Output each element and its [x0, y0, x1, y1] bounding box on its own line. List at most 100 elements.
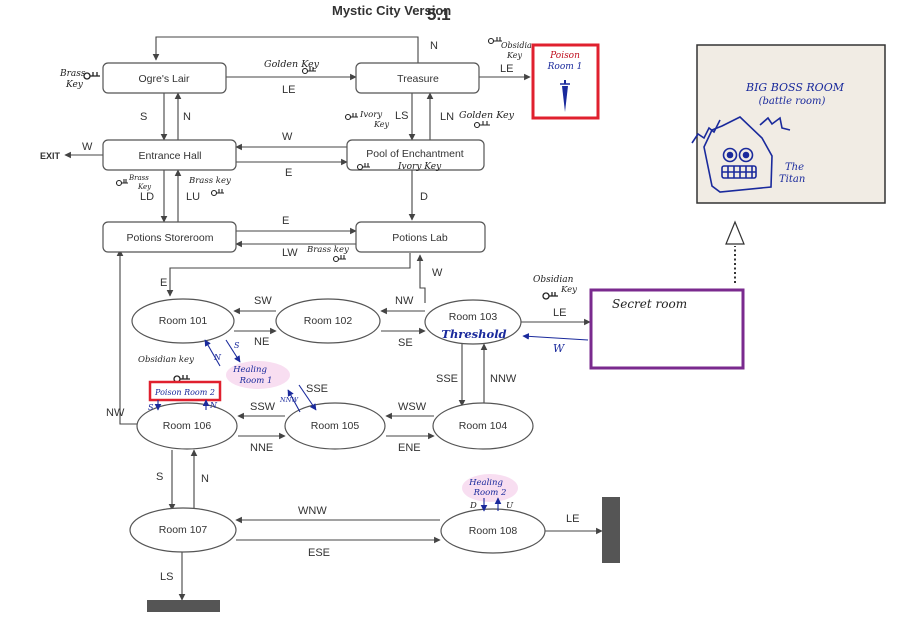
edge-label: W: [553, 342, 566, 355]
room-potions-storeroom: Potions Storeroom: [102, 221, 237, 253]
room-entrance-hall: Entrance Hall: [102, 139, 237, 171]
edge-label: SSW: [250, 401, 276, 413]
ivory-key-note: Key: [373, 120, 389, 129]
key-icon: [83, 72, 100, 80]
dagger-icon: [560, 80, 570, 112]
brass-key-note: Brass key: [188, 176, 231, 186]
edge-label: SSE: [436, 373, 458, 385]
edge-label: S: [148, 403, 154, 412]
edge-label: NW: [106, 407, 125, 419]
poison-room-label: Poison Room 2: [154, 388, 215, 397]
diagram-title: Mystic City Version: [332, 3, 451, 18]
edge-label: W: [432, 267, 443, 279]
edge-101-healing-down: [225, 339, 241, 363]
big-boss-room: BIG BOSS ROOM (battle room) The Titan: [691, 44, 886, 204]
exit-label: EXIT: [40, 151, 61, 161]
poison-room-label: Room 1: [547, 62, 583, 72]
room-label: Room 107: [159, 524, 208, 536]
obsidian-key-note: Obsidian: [533, 275, 574, 285]
room-label: Treasure: [397, 73, 439, 85]
edge-label: SSE: [306, 383, 328, 395]
edge-label: NW: [395, 295, 414, 307]
room-treasure: Treasure: [355, 62, 480, 94]
edge-label: E: [285, 167, 292, 179]
terminal-block-right: [602, 497, 620, 563]
edge-label: LE: [553, 307, 566, 319]
room-102: Room 102: [275, 298, 381, 344]
edge-lab-101: [166, 253, 411, 297]
titan-monster-icon: [691, 116, 791, 193]
edge-label: D: [469, 501, 477, 511]
edge-106-storeroom: [116, 249, 138, 425]
room-106: Room 106: [136, 402, 238, 450]
edge-label: N: [183, 111, 191, 123]
brass-key-note: Key: [65, 80, 84, 90]
edge-label: LE: [500, 63, 513, 75]
brass-key-note: Key: [137, 183, 152, 191]
brass-key-note: Brass: [128, 174, 149, 182]
healing-room-2: Healing Room 2: [462, 474, 518, 502]
key-icon: [115, 179, 128, 187]
edge-label: LN: [440, 111, 454, 123]
key-icon: [210, 189, 224, 197]
room-label: Room 108: [469, 525, 518, 537]
edge-label: LE: [282, 84, 295, 96]
secret-room-label: Secret room: [612, 297, 687, 311]
room-108: Room 108: [440, 508, 546, 554]
edge-label: NE: [254, 336, 269, 348]
room-label: Potions Lab: [392, 232, 448, 244]
poison-room-label: Poison: [549, 51, 580, 61]
edge-label: S: [234, 341, 240, 350]
edge-label: W: [82, 141, 93, 153]
healing-room-1: Healing Room 1: [226, 361, 290, 389]
obsidian-key-note: Obsidian key: [138, 355, 194, 365]
edge-label: U: [506, 501, 514, 511]
key-icon: [356, 163, 370, 171]
brass-key-note: Brass key: [306, 245, 349, 255]
poison-room-1: Poison Room 1: [531, 43, 600, 120]
edge-label: SW: [254, 295, 272, 307]
edge-label: NNW: [490, 373, 517, 385]
edge-105-healing: [287, 389, 301, 413]
version-number: 5.1: [427, 5, 451, 24]
secret-room: Secret room: [589, 288, 745, 370]
edge-label: LW: [282, 247, 298, 259]
edge-treasure-ogre-north: [152, 36, 419, 63]
edge-label: N: [213, 353, 222, 362]
room-label: Room 104: [459, 420, 508, 432]
obsidian-key-note: Key: [506, 51, 522, 60]
key-icon: [473, 121, 490, 129]
edge-label: LD: [140, 191, 154, 203]
room-ogres-lair: Ogre's Lair: [102, 62, 227, 94]
room-potions-lab: Potions Lab: [355, 221, 486, 253]
room-label: Ogre's Lair: [138, 73, 190, 85]
edge-label: NNW: [279, 396, 299, 404]
room-label: Room 102: [304, 315, 353, 327]
edge-label: NNE: [250, 442, 273, 454]
edge-103-lab: [416, 254, 426, 303]
obsidian-key-note: Obsidian: [501, 41, 537, 50]
room-label: Room 103: [449, 311, 498, 323]
edge-label: LS: [160, 571, 173, 583]
room-101: Room 101: [131, 298, 235, 344]
edge-label: WNW: [298, 505, 327, 517]
room-label: Room 106: [163, 420, 212, 432]
healing-room-label: Room 1: [239, 376, 273, 386]
edge-label: LS: [395, 110, 408, 122]
poison-room-2: Poison Room 2: [148, 380, 222, 402]
arrow-head-boss: [725, 220, 745, 245]
key-icon: [301, 67, 316, 75]
terminal-block-bottom: [147, 600, 220, 612]
ivory-key-note: Ivory Key: [397, 162, 442, 172]
edge-label: D: [420, 191, 428, 203]
edge-label: S: [140, 111, 147, 123]
obsidian-key-note: Key: [560, 285, 577, 295]
ivory-key-note: Ivory: [359, 110, 382, 120]
edge-label: SE: [398, 337, 413, 349]
edge-label: E: [282, 215, 289, 227]
edge-label: ENE: [398, 442, 421, 454]
key-icon: [487, 37, 502, 45]
threshold-note: Threshold: [441, 327, 506, 341]
healing-room-label: Healing: [232, 365, 267, 375]
